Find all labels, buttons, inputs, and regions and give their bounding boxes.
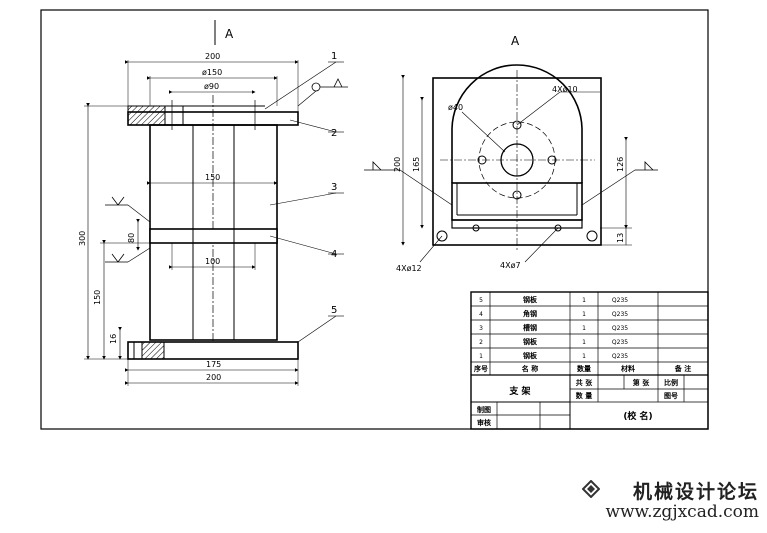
dim-mid-100: 100 (205, 257, 220, 266)
bom-no: 1 (479, 353, 483, 360)
bom-header-mat: 材料 (620, 364, 635, 373)
bom-header-qty: 数量 (577, 364, 591, 373)
bom-no: 3 (479, 325, 483, 332)
view-label-front: A (225, 27, 234, 41)
bom-no: 2 (479, 339, 483, 346)
part-number-1: 1 (331, 51, 337, 62)
dim-h80: 80 (127, 233, 136, 243)
title-block (470, 291, 709, 430)
bom-qty: 1 (582, 311, 586, 318)
bom-header-name: 名 称 (522, 364, 538, 373)
part-number-5: 5 (331, 305, 337, 316)
label-scale: 比例 (664, 378, 678, 387)
bom-mat: Q235 (612, 353, 628, 360)
bom-qty: 1 (582, 353, 586, 360)
bom-mat: Q235 (612, 325, 628, 332)
dim-total-300: 300 (78, 231, 87, 246)
bom-no: 4 (479, 311, 483, 318)
watermark-url[interactable]: www.zgjxcad.com (605, 502, 759, 522)
dim-d150: ø150 (202, 68, 222, 77)
bom-name: 钢板 (523, 337, 538, 346)
bom-mat: Q235 (612, 311, 628, 318)
part-number-3: 3 (331, 182, 337, 193)
part-number-4: 4 (331, 249, 337, 260)
dim-hole-4x12: 4Xø12 (396, 264, 422, 273)
label-drawing-no: 图号 (664, 391, 678, 400)
bom-table: 5 钢板 1 Q235 4 角钢 1 Q235 3 槽钢 1 Q235 2 钢板… (473, 295, 691, 373)
dim-h13: 13 (616, 233, 625, 243)
dim-h16: 16 (109, 334, 118, 344)
bom-qty: 1 (582, 339, 586, 346)
bom-mat: Q235 (612, 339, 628, 346)
dim-top-200: 200 (205, 52, 220, 61)
dim-h150: 150 (93, 290, 102, 305)
bom-header-no: 序号 (473, 364, 488, 373)
label-checked-by: 审核 (477, 418, 491, 427)
part-title: 支 架 (508, 385, 530, 397)
dim-h200: 200 (393, 157, 402, 172)
watermark-site-name: 机械设计论坛 (632, 481, 759, 503)
dim-hole-4x7: 4Xø7 (500, 261, 521, 270)
dim-b175: 175 (206, 360, 221, 369)
bom-name: 槽钢 (523, 323, 537, 332)
dim-h126: 126 (616, 157, 625, 172)
drawing-frame (40, 9, 709, 430)
forum-logo-icon (582, 480, 600, 498)
dim-mid-150: 150 (205, 173, 220, 182)
bom-mat: Q235 (612, 297, 628, 304)
bom-qty: 1 (582, 325, 586, 332)
front-view (84, 20, 348, 386)
bom-name: 钢板 (523, 351, 538, 360)
dim-b200: 200 (206, 373, 221, 382)
bom-name: 角钢 (523, 309, 537, 318)
bom-qty: 1 (582, 297, 586, 304)
dim-d40: ø40 (448, 103, 463, 112)
label-drawn-by: 制图 (477, 405, 491, 414)
bom-no: 5 (479, 297, 483, 304)
school-name: (校 名) (623, 410, 652, 422)
dim-d90: ø90 (204, 82, 219, 91)
dim-hole-4x10: 4Xø10 (552, 85, 578, 94)
label-total-sheets: 共 张 (576, 378, 593, 387)
bom-header-note: 备 注 (674, 364, 691, 373)
bom-name: 钢板 (523, 295, 538, 304)
label-quantity: 数 量 (576, 391, 592, 400)
part-number-2: 2 (331, 128, 337, 139)
label-sheet-no: 第 张 (633, 378, 650, 387)
side-view (364, 64, 658, 263)
dim-h165: 165 (412, 157, 421, 172)
view-label-side: A (511, 34, 520, 48)
